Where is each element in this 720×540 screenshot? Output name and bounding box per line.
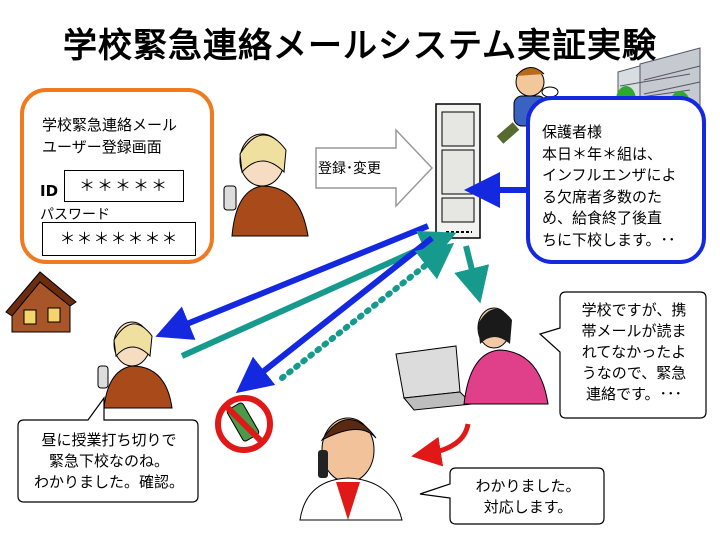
registration-screen: 学校緊急連絡メール ユーザー登録画面 ID ＊＊＊＊＊ パスワード ＊＊＊＊＊＊… bbox=[20, 88, 214, 264]
reply-bubble-text: わかりました。 対応します。 bbox=[475, 477, 581, 516]
parent-receiving-icon bbox=[97, 321, 173, 409]
reply-bubble bbox=[419, 467, 605, 525]
call-arrow bbox=[411, 423, 471, 467]
server-icon bbox=[435, 103, 481, 239]
guardian-man-icon bbox=[299, 417, 403, 521]
mail-to-phone-arrow bbox=[235, 235, 434, 394]
server-to-school-arrow bbox=[454, 245, 490, 304]
id-field[interactable]: ＊＊＊＊＊ bbox=[64, 170, 184, 202]
register-arrow-label: 登録･変更 bbox=[318, 161, 381, 177]
notice-text: 保護者様 本日＊年＊組は、 インフルエンザによ る欠席者多数のた め、給食終了後… bbox=[542, 123, 677, 249]
parent-registering-icon bbox=[223, 133, 309, 237]
registration-heading-line1: 学校緊急連絡メール bbox=[42, 116, 178, 134]
unread-status-arrow bbox=[279, 242, 455, 381]
parent-bubble bbox=[17, 396, 199, 503]
id-label: ID bbox=[40, 182, 59, 200]
register-arrow bbox=[315, 128, 434, 208]
password-label: パスワード bbox=[40, 207, 110, 223]
registration-heading: 学校緊急連絡メール ユーザー登録画面 bbox=[42, 114, 177, 158]
confirm-return-arrow bbox=[180, 230, 457, 359]
school-bubble-text: 学校ですが、携 帯メールが読ま れてなかったよ うなので、緊急 連絡です。･･･ bbox=[581, 301, 687, 403]
parent-bubble-text: 昼に授業打ち切りで 緊急下校なのね。 わかりました。確認。 bbox=[33, 431, 184, 491]
registration-heading-line2: ユーザー登録画面 bbox=[42, 138, 162, 156]
school-bubble bbox=[538, 291, 707, 419]
password-field[interactable]: ＊＊＊＊＊＊＊ bbox=[42, 222, 196, 256]
notice-message: 保護者様 本日＊年＊組は、 インフルエンザによ る欠席者多数のた め、給食終了後… bbox=[526, 96, 706, 264]
house-icon bbox=[5, 271, 77, 333]
mail-to-parent-arrow bbox=[155, 223, 430, 340]
page-title: 学校緊急連絡メールシステム実証実験 bbox=[63, 26, 657, 66]
phone-unread-icon bbox=[215, 395, 273, 453]
school-staff-icon bbox=[395, 307, 549, 411]
